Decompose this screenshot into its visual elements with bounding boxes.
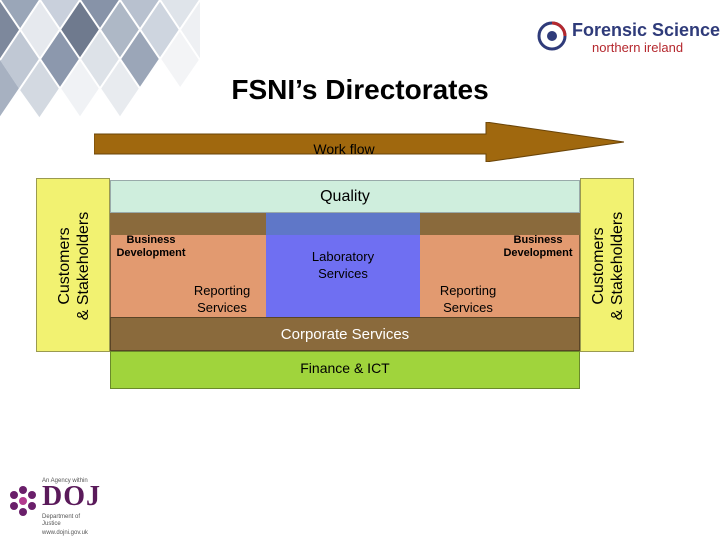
corporate-services-band: Corporate Services <box>110 317 580 351</box>
page-title: FSNI’s Directorates <box>231 74 489 105</box>
doj-agency-text: An Agency within <box>42 478 88 484</box>
finance-ict-band <box>110 351 580 389</box>
reporting-services-right: Reporting Services <box>439 283 497 315</box>
doj-dept-line1: Department of <box>42 514 81 520</box>
business-development-right: Business Development <box>503 234 573 259</box>
customers-label-left: Customers & Stakeholders <box>56 211 92 321</box>
fsni-logo-icon <box>536 20 568 57</box>
finance-ict-label: Finance & ICT <box>300 360 390 376</box>
doj-dept-line2: Justice <box>42 521 61 527</box>
laboratory-services-label: Laboratory Services <box>311 249 375 281</box>
logo-line1: Forensic Science <box>572 20 720 40</box>
customers-panel-left: Customers & Stakeholders <box>36 178 110 352</box>
doj-logo: An Agency within DOJ Department of Justi… <box>6 478 116 538</box>
header-photo-mosaic <box>0 0 200 118</box>
customers-panel-right: Customers & Stakeholders <box>580 178 634 352</box>
quality-band: Quality <box>110 180 580 213</box>
doj-flower-icon <box>6 484 40 523</box>
laboratory-block <box>266 235 420 317</box>
customers-label-right: Customers & Stakeholders <box>590 211 626 321</box>
business-development-left: Business Development <box>116 234 186 259</box>
reporting-services-left: Reporting Services <box>193 283 251 315</box>
workflow-arrow <box>94 122 624 162</box>
workflow-label: Work flow <box>313 141 375 157</box>
laboratory-top <box>266 213 420 235</box>
doj-name: DOJ <box>42 481 101 512</box>
logo-line2: northern ireland <box>592 40 684 55</box>
doj-url: www.dojni.gov.uk <box>42 530 88 536</box>
fsni-logo: Forensic Science northern ireland <box>536 18 720 57</box>
